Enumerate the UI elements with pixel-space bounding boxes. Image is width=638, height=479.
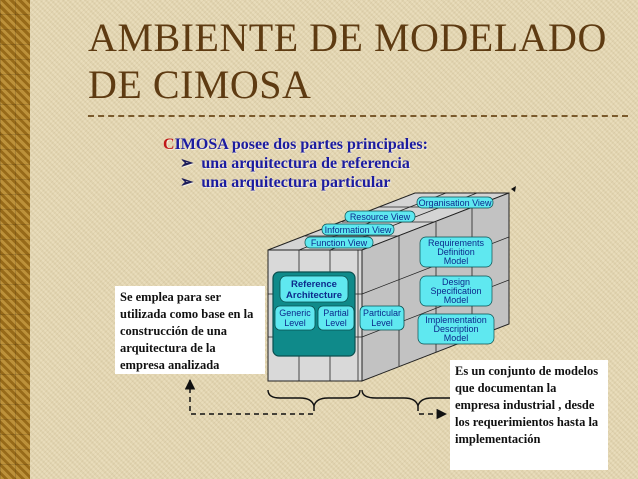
design-model-label-2: Specification [430, 286, 481, 296]
requirements-model-label-1: Requirements [428, 238, 485, 248]
requirements-model-label-2: Definition [437, 247, 475, 257]
function-view-label: Function View [311, 238, 368, 248]
partial-level-box [317, 305, 355, 331]
requirements-model-label-3: Model [444, 256, 469, 266]
implementation-model-label-3: Model [444, 333, 469, 343]
design-model-label-3: Model [444, 295, 469, 305]
subtitle-first-letter: C [163, 136, 175, 153]
reference-architecture-label-box [279, 275, 349, 303]
partial-level-label-1: Partial [323, 308, 349, 318]
left-decorative-border [0, 0, 30, 479]
particular-level-box [359, 305, 405, 331]
resource-view-box [344, 210, 416, 223]
bullet-text-1: una arquitectura de referencia [201, 155, 410, 172]
function-view-box [304, 236, 374, 249]
reference-architecture-label-1: Reference [291, 279, 337, 290]
requirements-model-box [419, 236, 493, 268]
subtitle: CIMOSA posee dos partes principales: [163, 136, 428, 154]
information-view-label: Information View [325, 225, 392, 235]
generic-level-label-1: Generic [279, 308, 311, 318]
implementation-model-box [417, 313, 495, 345]
right-dashed-connector [417, 406, 448, 420]
subtitle-text: IMOSA posee dos partes principales: [174, 136, 428, 153]
resource-view-label: Resource View [350, 212, 411, 222]
organisation-view-box [416, 196, 494, 209]
bullet-text-2: una arquitectura particular [201, 174, 391, 191]
partial-level-label-2: Level [325, 318, 347, 328]
organisation-view-label: Organisation View [419, 198, 492, 208]
reference-architecture-label-2: Architecture [286, 290, 342, 301]
right-brace [361, 389, 465, 407]
particular-architecture-note: Es un conjunto de modelos que documentan… [450, 360, 608, 470]
corner-arrow-icon [511, 186, 516, 192]
left-dashed-connector [184, 378, 315, 415]
bullet-item-1: ➢ una arquitectura de referencia [180, 155, 410, 173]
implementation-model-label-2: Description [433, 324, 478, 334]
reference-architecture-note: Se emplea para ser utilizada como base e… [115, 286, 265, 374]
particular-level-label-2: Level [371, 318, 393, 328]
bullet-item-2: ➢ una arquitectura particular [180, 174, 390, 192]
slide-title: AMBIENTE DE MODELADO DE CIMOSA [88, 14, 607, 108]
generic-level-label-2: Level [284, 318, 306, 328]
bullet-arrow-icon: ➢ [180, 174, 194, 191]
design-model-label-1: Design [442, 277, 470, 287]
title-line-2: DE CIMOSA [88, 62, 312, 107]
bullet-arrow-icon: ➢ [180, 155, 194, 172]
information-view-box [321, 223, 395, 236]
left-brace [267, 389, 361, 407]
particular-level-label-1: Particular [363, 308, 401, 318]
generic-level-box [274, 305, 316, 331]
title-divider [88, 115, 628, 117]
implementation-model-label-1: Implementation [425, 315, 487, 325]
design-model-box [419, 275, 493, 307]
title-line-1: AMBIENTE DE MODELADO [88, 15, 607, 60]
